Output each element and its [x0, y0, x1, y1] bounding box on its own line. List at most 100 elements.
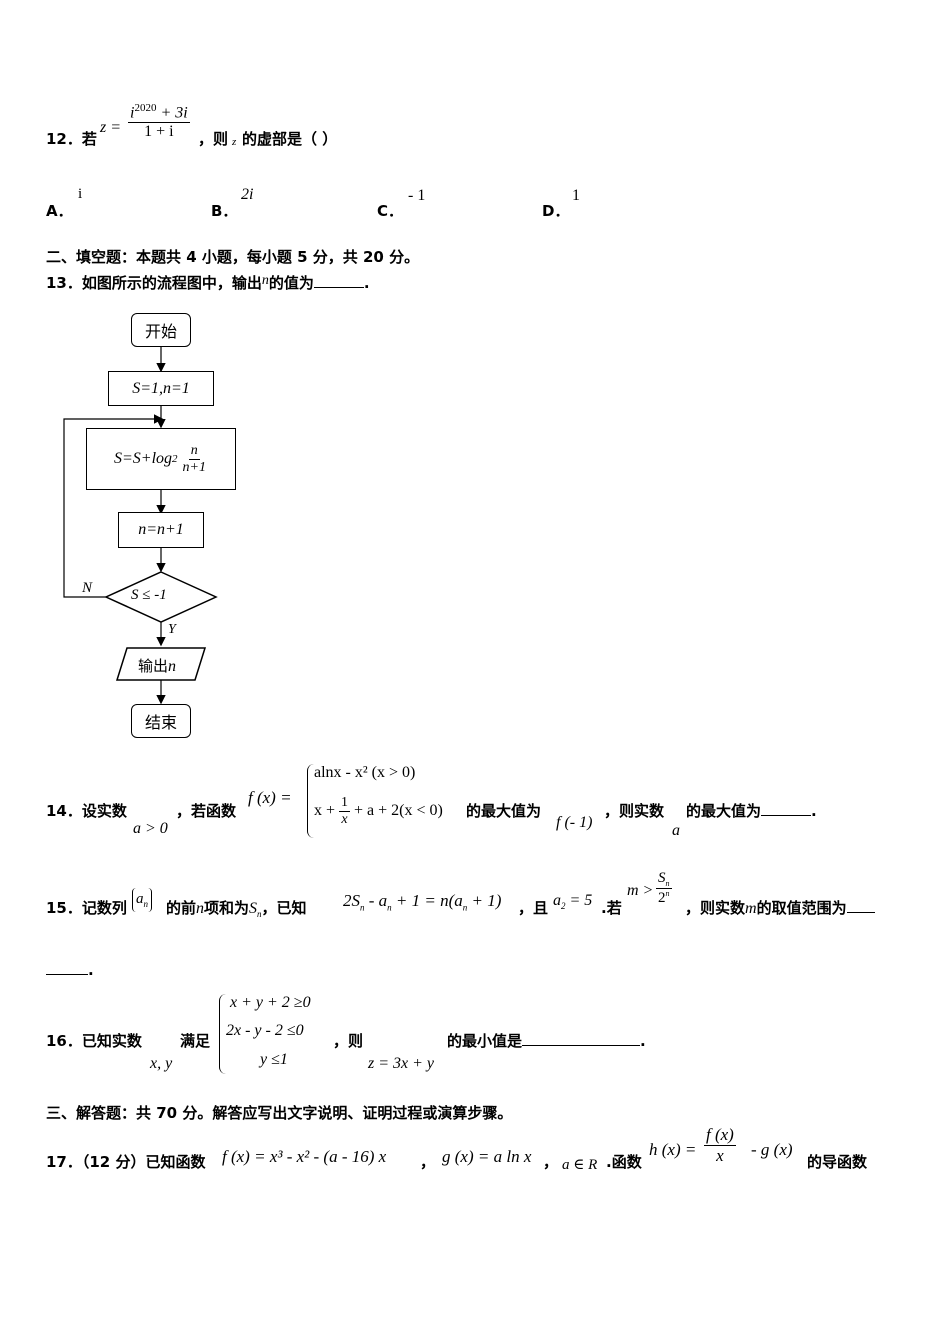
q17-f: f (x) = x³ - x² - (a - 16) x — [222, 1147, 387, 1166]
q12-option-c-value: - 1 — [408, 187, 426, 204]
q14-cond: a > 0 — [133, 820, 168, 837]
q13-text-after: 的值为 — [268, 274, 314, 292]
q17-h-num: f (x) — [704, 1125, 736, 1146]
q12-z-lhs: z = — [100, 119, 122, 136]
q14-text3: 的最大值为 — [466, 802, 542, 820]
flowchart-condition-label: S ≤ -1 — [131, 587, 167, 603]
q12-option-b-value: 2i — [241, 186, 254, 203]
q12-option-d-value: 1 — [572, 187, 580, 204]
flowchart-update-num: n — [188, 442, 200, 460]
q15-sn-sub: n — [257, 909, 262, 919]
q15-seq: a — [136, 891, 144, 907]
q12-num-exp: 2020 — [134, 102, 157, 114]
q13-answer-blank — [313, 273, 364, 288]
q15-text5: ，且 — [518, 899, 549, 917]
q12-tail1: ，则 — [198, 130, 229, 148]
q15-a2-sub: 2 — [561, 901, 566, 912]
flowchart-no-label: N — [82, 580, 93, 596]
q14-f-minus1: f (- 1) — [556, 814, 593, 831]
section3-heading: 三、解答题：共 70 分。解答应写出文字说明、证明过程或演算步骤。 — [46, 1104, 513, 1122]
flowchart-output-text: 输出 — [138, 657, 169, 675]
q15-frac-den: 2 — [658, 890, 666, 906]
q15-eq-rest3: + 1) — [467, 891, 502, 910]
q13-text: 13．如图所示的流程图中，输出n的值为. — [46, 272, 370, 293]
q14-answer-blank — [761, 801, 812, 816]
q14-var-a: a — [672, 822, 680, 839]
flowchart-lines — [63, 346, 218, 705]
q17-h-den: x — [716, 1146, 724, 1165]
q15-a2-rest: = 5 — [565, 892, 593, 909]
q17-sep1: ， — [420, 1153, 436, 1171]
flowchart-end-label: 结束 — [144, 713, 177, 732]
flowchart-condition-diamond — [104, 571, 218, 623]
q15-text7-label: ，则实数 — [685, 899, 746, 917]
flowchart-start-label: 开始 — [144, 322, 177, 341]
q16-vars: x, y — [150, 1055, 173, 1072]
flowchart-end: 结束 — [131, 704, 191, 738]
q17-h-rest: - g (x) — [751, 1140, 793, 1159]
q12-option-a-value: i — [78, 186, 83, 202]
q15-text6: .若 — [601, 899, 622, 917]
q17-h-lhs: h (x) = — [649, 1140, 697, 1159]
q15-m: m — [745, 900, 757, 917]
q13-var: n — [261, 273, 269, 288]
q15-text2: 的前n项和为Sn，已知 — [166, 897, 307, 919]
q15-fraction: Sn 2n — [656, 870, 672, 907]
q16-text4-label: 的最小值是 — [447, 1032, 523, 1050]
q13-text-before: 13．如图所示的流程图中，输出 — [46, 274, 262, 292]
q14-case1: alnx - x² (x > 0) — [314, 764, 416, 781]
q16-z: z = 3x + y — [368, 1055, 435, 1072]
q16-text4: 的最小值是. — [447, 1030, 646, 1051]
flowchart-start: 开始 — [131, 313, 191, 347]
q14-case2-a: x + — [314, 802, 336, 820]
q12-option-d-label: D． — [542, 202, 570, 220]
q15-answer-blank-2 — [46, 960, 88, 975]
q12-option-a-label: A． — [46, 202, 73, 220]
q15-equation: 2Sn - an + 1 = n(an + 1) — [343, 891, 502, 913]
q14-case2-b: + a + 2(x < 0) — [354, 802, 443, 820]
q14-text2: ，若函数 — [176, 802, 237, 820]
q15-a2: a2 = 5 — [553, 892, 592, 911]
q15-m-gt: m > — [627, 882, 654, 899]
q15-seq-brace: an — [132, 888, 152, 912]
q17-g: g (x) = a ln x — [442, 1147, 532, 1166]
q15-text3: 项和为 — [204, 899, 250, 917]
q14-text4: ，则实数 — [604, 802, 665, 820]
q12-z-var: z — [232, 136, 237, 148]
flowchart-increment-label: n=n+1 — [138, 521, 184, 538]
q16-constraint-3: y ≤1 — [260, 1051, 288, 1068]
q14-text5-label: 的最大值为 — [686, 802, 762, 820]
q15-seq-sub: n — [143, 899, 149, 910]
q12-option-c-label: C． — [377, 202, 404, 220]
q15-text1: 15．记数列 — [46, 899, 127, 917]
q12-tail2: 的虚部是（ ） — [242, 130, 338, 148]
q17-sep2: ， — [543, 1153, 559, 1171]
q12-num-i: i — [130, 104, 135, 122]
q13-end: . — [363, 274, 370, 292]
q12-fraction: i2020 + 3i 1 + i — [128, 102, 190, 141]
flowchart-init-label: S=1,n=1 — [132, 379, 190, 397]
q15-n: n — [196, 900, 205, 917]
q15-text4: ，已知 — [261, 899, 307, 917]
q14-brace — [307, 764, 314, 838]
flowchart-update-sub: 2 — [172, 453, 178, 465]
q12-option-b-label: B． — [211, 202, 238, 220]
q15-end: . — [88, 961, 94, 979]
q16-brace — [219, 994, 226, 1074]
q12-den: 1 + i — [144, 123, 174, 141]
q15-text2-label: 的前 — [166, 899, 197, 917]
q14-text5: 的最大值为. — [686, 800, 817, 821]
q16-text2: 满足 — [180, 1032, 211, 1050]
q17-h-fraction: f (x) x — [704, 1125, 736, 1166]
q16-text3: ，则 — [333, 1032, 364, 1050]
flowchart-output-parallelogram — [115, 647, 207, 681]
q15-text7: ，则实数m的取值范围为 — [685, 897, 875, 918]
q15-frac-num-sub: n — [665, 879, 670, 888]
q12-number: 12．若 — [46, 130, 97, 148]
q15-frac-num: S — [658, 870, 666, 886]
q12-num-rest: + 3i — [156, 104, 188, 122]
q14-case2-num: 1 — [339, 795, 351, 812]
q14-text1: 14．设实数 — [46, 802, 127, 820]
